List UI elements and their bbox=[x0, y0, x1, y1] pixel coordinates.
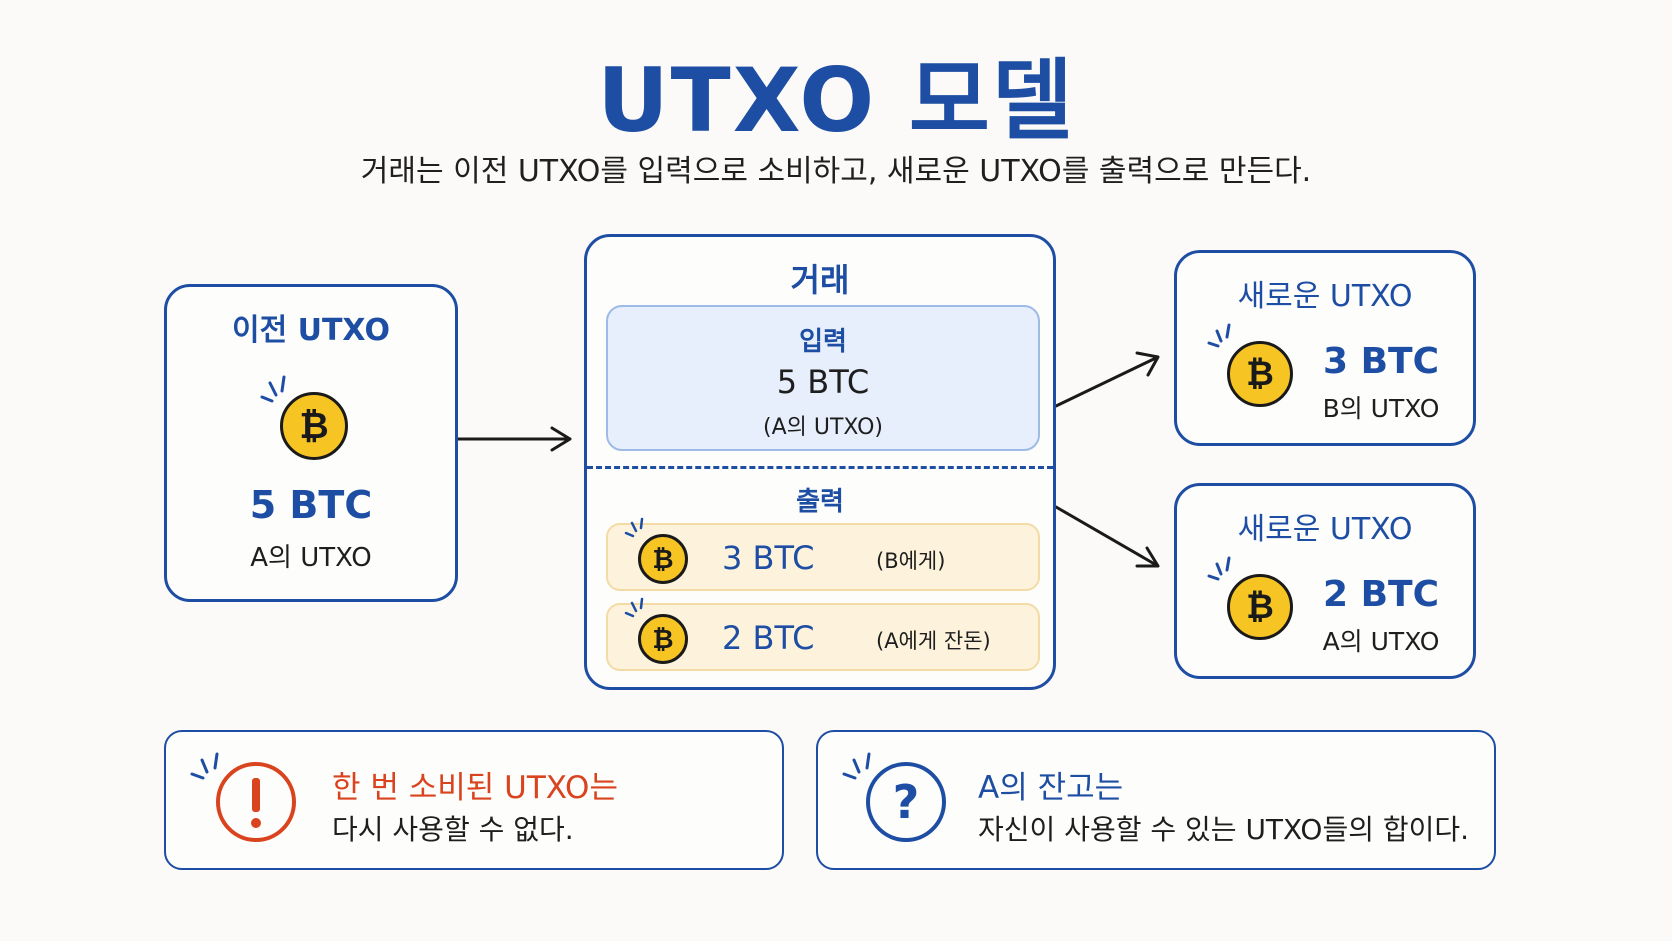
arrow-to-transaction bbox=[456, 426, 572, 452]
info-note-card: ? A의 잔고는 자신이 사용할 수 있는 UTXO들의 합이다. bbox=[816, 730, 1496, 870]
input-label: 입력 bbox=[799, 327, 847, 357]
transaction-heading: 거래 bbox=[790, 261, 850, 299]
input-note: (A의 UTXO) bbox=[763, 415, 883, 440]
input-amount: 5 BTC bbox=[776, 363, 870, 401]
output-note: (A에게 잔돈) bbox=[876, 629, 991, 653]
bitcoin-coin-icon: ₿ bbox=[1227, 341, 1293, 407]
bitcoin-coin-icon: ₿ bbox=[1227, 574, 1293, 640]
output-amount: 2 BTC bbox=[722, 619, 815, 657]
new-utxo-card: 새로운 UTXO ₿ 3 BTC B의 UTXO bbox=[1174, 250, 1476, 446]
output-row: ₿ 2 BTC (A에게 잔돈) bbox=[606, 597, 1040, 671]
warning-note-headline: 한 번 소비된 UTXO는 bbox=[332, 770, 618, 806]
transaction-input-panel: 입력 5 BTC (A의 UTXO) bbox=[606, 305, 1040, 451]
svg-text:?: ? bbox=[893, 775, 920, 829]
warning-note-card: 한 번 소비된 UTXO는 다시 사용할 수 없다. bbox=[164, 730, 784, 870]
input-output-divider bbox=[587, 466, 1053, 469]
bitcoin-coin-icon: ₿ bbox=[280, 392, 348, 460]
previous-utxo-amount: 5 BTC bbox=[249, 483, 373, 527]
exclamation-icon bbox=[216, 762, 296, 842]
new-utxo-card: 새로운 UTXO ₿ 2 BTC A의 UTXO bbox=[1174, 483, 1476, 679]
new-utxo-owner: A의 UTXO bbox=[1322, 627, 1440, 656]
sparkle-icon bbox=[1207, 323, 1231, 348]
output-row: ₿ 3 BTC (B에게) bbox=[606, 517, 1040, 591]
bitcoin-coin-icon: ₿ bbox=[638, 614, 688, 664]
bitcoin-coin-icon: ₿ bbox=[638, 534, 688, 584]
arrow-to-new-utxo-2 bbox=[1054, 505, 1160, 568]
page-title: UTXO 모델 bbox=[597, 49, 1075, 152]
warning-note-body: 다시 사용할 수 없다. bbox=[332, 813, 574, 846]
sparkle-icon bbox=[190, 752, 219, 780]
sparkle-icon bbox=[842, 752, 871, 780]
transaction-card: 거래 입력 5 BTC (A의 UTXO) 출력 ₿ 3 BTC (B에게) ₿… bbox=[584, 234, 1056, 690]
sparkle-icon bbox=[624, 597, 644, 618]
new-utxo-heading: 새로운 UTXO bbox=[1237, 512, 1413, 547]
arrow-to-new-utxo-1 bbox=[1054, 351, 1160, 408]
previous-utxo-owner: A의 UTXO bbox=[250, 543, 372, 573]
page-subtitle: 거래는 이전 UTXO를 입력으로 소비하고, 새로운 UTXO를 출력으로 만… bbox=[360, 154, 1312, 189]
question-icon: ? bbox=[866, 762, 946, 842]
info-note-headline: A의 잔고는 bbox=[978, 770, 1124, 806]
info-note-body: 자신이 사용할 수 있는 UTXO들의 합이다. bbox=[978, 813, 1470, 846]
output-label: 출력 bbox=[796, 487, 844, 517]
sparkle-icon bbox=[1207, 556, 1231, 581]
new-utxo-heading: 새로운 UTXO bbox=[1237, 279, 1413, 314]
new-utxo-owner: B의 UTXO bbox=[1322, 394, 1440, 423]
output-amount: 3 BTC bbox=[722, 539, 815, 577]
output-note: (B에게) bbox=[876, 549, 946, 573]
new-utxo-amount: 2 BTC bbox=[1323, 574, 1439, 615]
sparkle-icon bbox=[260, 375, 286, 403]
previous-utxo-heading: 이전 UTXO bbox=[231, 313, 391, 348]
sparkle-icon bbox=[624, 517, 644, 538]
new-utxo-amount: 3 BTC bbox=[1323, 341, 1439, 382]
previous-utxo-card: 이전 UTXO ₿ 5 BTC A의 UTXO bbox=[164, 284, 458, 602]
